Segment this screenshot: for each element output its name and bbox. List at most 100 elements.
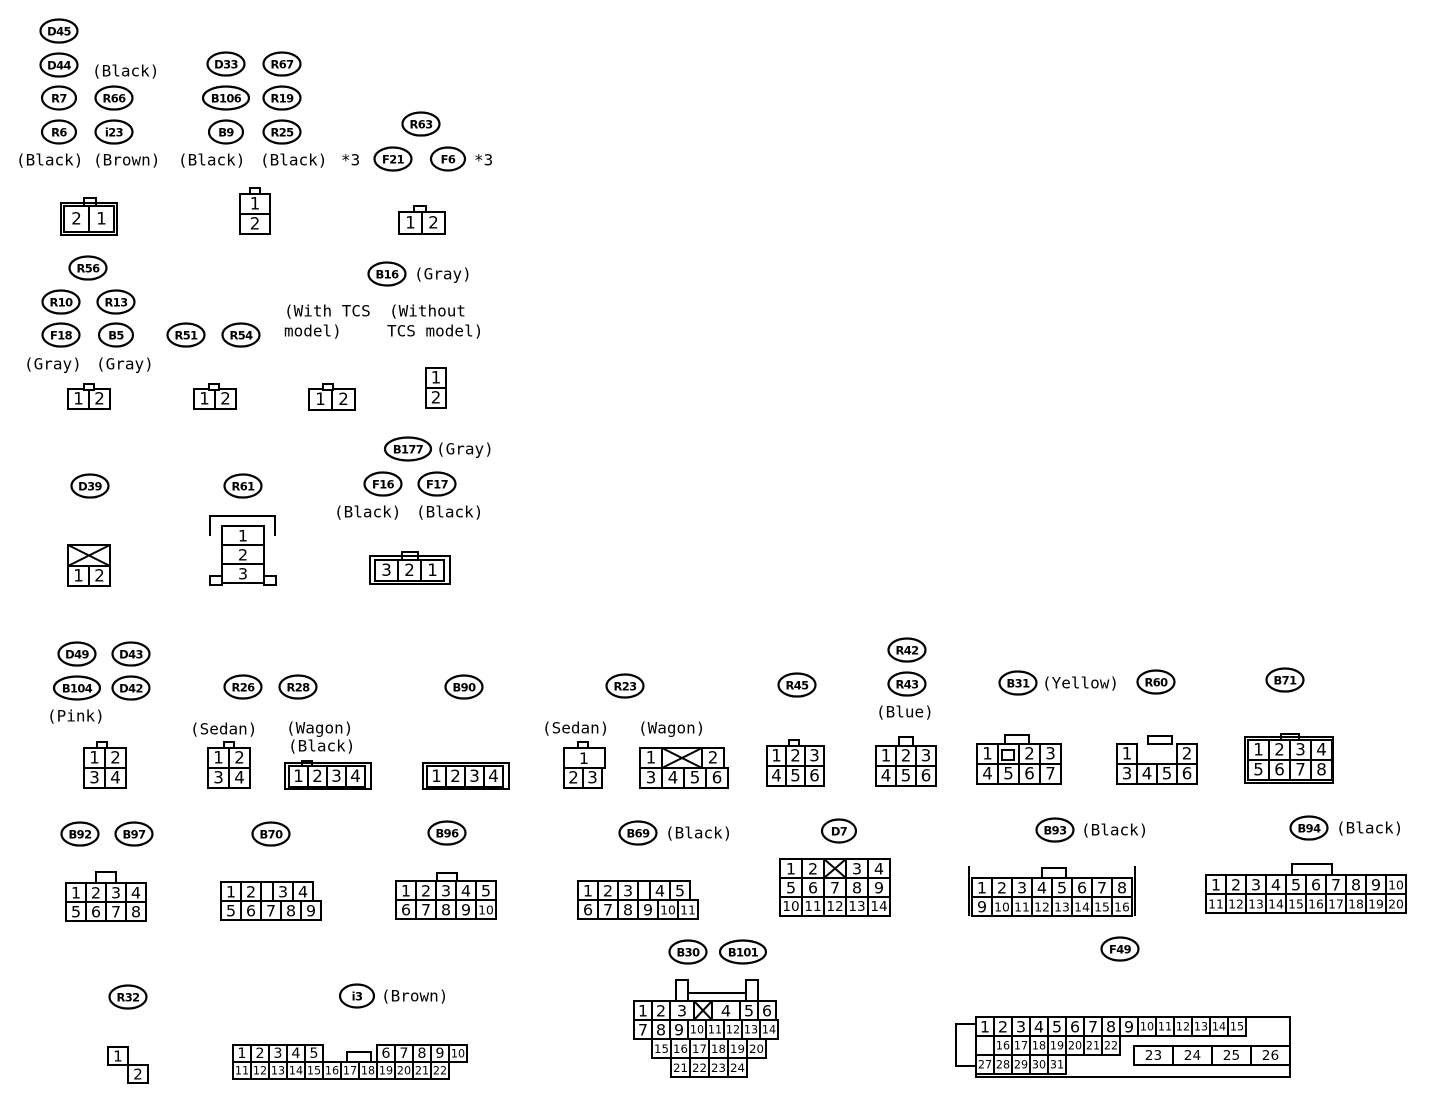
connector-id-text: D43: [119, 648, 143, 662]
pin-number: 8: [417, 1046, 426, 1062]
pin-number: 11: [235, 1065, 249, 1078]
connector-r32: 1: [107, 1046, 129, 1066]
connector-note: (Black): [288, 737, 355, 756]
connector-id-b9: B9: [207, 119, 245, 145]
connector-id-d7: D7: [820, 818, 858, 844]
pin-number: 4: [488, 767, 499, 787]
connector-id-text: F6: [441, 153, 456, 167]
pin-number: 1: [96, 210, 107, 230]
connector-2pin-vertical-b: 12: [425, 367, 447, 409]
connector-id-b70: B70: [251, 821, 291, 847]
connector-id-i23: i23: [94, 119, 134, 145]
connector-id-text: i23: [105, 126, 124, 140]
pin-number: 2: [1182, 745, 1193, 765]
connector-id-b101: B101: [718, 939, 768, 965]
pin-number: 15: [1094, 900, 1110, 915]
pin-number: 1: [982, 745, 993, 765]
pin-number: 1: [431, 767, 442, 787]
connector-id-d45: D45: [39, 18, 79, 44]
pin-number: 6: [583, 901, 593, 920]
pin-number: 22: [1104, 1040, 1118, 1053]
pin-number: 8: [441, 901, 451, 920]
connector-id-text: B71: [1274, 674, 1298, 688]
pin-number: 25: [1223, 1048, 1240, 1064]
pin-number: 1: [199, 390, 210, 410]
pin-number: 3: [381, 561, 392, 581]
pin-number: 4: [771, 767, 782, 787]
pin-number: 9: [643, 901, 653, 920]
pin-number: 1: [89, 749, 100, 769]
pin-number: 19: [730, 1042, 745, 1056]
connector-note: (Sedan): [190, 720, 257, 739]
pin-number: 1: [401, 882, 411, 901]
connector-id-text: R32: [116, 991, 139, 1005]
connector-3pin-vertical: 123: [221, 525, 265, 584]
connector-id-text: B69: [627, 827, 651, 841]
pin-number: 2: [246, 883, 256, 902]
pin-number: 21: [415, 1065, 429, 1078]
pin-number: 3: [852, 860, 862, 879]
pin-number: 3: [469, 767, 480, 787]
pin-number: 8: [286, 902, 296, 921]
pin-number: 1: [786, 860, 796, 879]
pin-number: 11: [1208, 897, 1224, 912]
pin-number: 31: [1050, 1059, 1064, 1072]
connector-24pin-frame: [675, 979, 759, 1002]
pin-number: 2: [1231, 876, 1241, 895]
pin-number: 6: [1077, 879, 1087, 898]
pin-number: 12: [726, 1024, 740, 1037]
connector-id-r43: R43: [887, 671, 927, 697]
pin-number: 19: [379, 1065, 393, 1078]
connector-id-r25: R25: [262, 119, 302, 145]
pin-number: 7: [421, 901, 431, 920]
connector-id-r42: R42: [887, 637, 927, 663]
pin-number: 4: [881, 767, 892, 787]
pin-number: 15: [654, 1042, 669, 1056]
pin-number: 8: [1117, 879, 1127, 898]
pin-number: 16: [1308, 897, 1324, 912]
connector-note: *3: [474, 151, 493, 170]
connector-id-text: F21: [382, 153, 405, 167]
connector-id-d39: D39: [70, 473, 110, 499]
pin-number: 1: [431, 369, 442, 389]
pin-number: 1: [213, 749, 224, 769]
pin-number: 3: [89, 769, 100, 789]
pin-number: 6: [762, 1002, 772, 1021]
pin-number: 12: [1176, 1021, 1190, 1034]
connector-id-text: R60: [1144, 676, 1168, 690]
pin-number: 4: [1034, 1018, 1044, 1037]
pin-number: 6: [808, 879, 818, 898]
connector-id-d42: D42: [111, 675, 151, 701]
connector-id-r26: R26: [223, 674, 263, 700]
connector-id-r45: R45: [777, 672, 817, 698]
pin-number: 2: [808, 860, 818, 879]
pin-number: 2: [110, 749, 121, 769]
connector-id-text: F18: [50, 329, 73, 343]
pin-number: 10: [451, 1048, 465, 1061]
pin-number: 13: [744, 1024, 758, 1037]
connector-id-text: R43: [895, 678, 919, 692]
pin-number: 1: [980, 1018, 990, 1037]
connector-note: model): [284, 322, 342, 341]
pin-number: 2: [133, 1066, 143, 1084]
pin-number: 3: [921, 747, 932, 767]
pin-number: 2: [450, 767, 461, 787]
connector-id-b71: B71: [1265, 667, 1305, 693]
pin-number: 26: [1262, 1048, 1279, 1064]
pin-number: 7: [399, 1046, 408, 1062]
pin-number: 9: [461, 901, 471, 920]
pin-number: 6: [712, 769, 723, 789]
pin-number: 7: [1097, 879, 1107, 898]
pin-number: 8: [1316, 761, 1327, 781]
pin-number: 20: [397, 1065, 411, 1078]
connector-id-r67: R67: [262, 51, 302, 77]
connector-id-text: R19: [270, 92, 294, 106]
